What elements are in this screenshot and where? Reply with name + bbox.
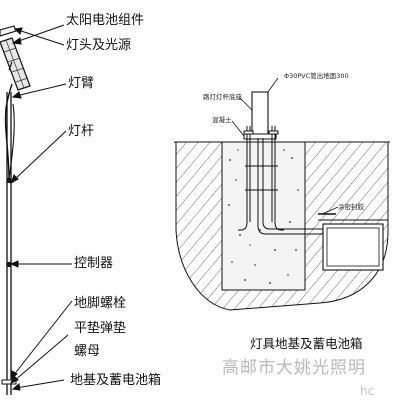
light-pole: [6, 92, 12, 395]
label-foundation-box: 地基及蓄电池箱: [70, 373, 162, 388]
label-lamp-arm: 灯臂: [68, 76, 95, 91]
anchor-bolts: [238, 126, 284, 231]
solar-panel: [0, 37, 31, 91]
label-concrete: 混凝土: [212, 116, 232, 124]
watermark-site: hc: [360, 384, 375, 398]
label-sealed-box: 涂密封胶: [338, 203, 364, 211]
lamp-arm: [4, 83, 13, 181]
foundation-detail: [174, 77, 390, 311]
label-solar-module: 太阳电池组件: [66, 13, 145, 28]
label-controller: 控制器: [74, 256, 114, 271]
pole-base: [251, 91, 269, 139]
foundation-caption: 灯具地基及蓄电池箱: [250, 336, 363, 351]
label-pvc-pipe: Φ30PVC管出地面300: [284, 72, 349, 80]
solar-street-light: [0, 25, 31, 395]
label-washers: 平垫弹垫: [74, 321, 127, 336]
battery-box: [318, 213, 388, 271]
label-pole: 灯杆: [68, 124, 95, 139]
label-lamp-head: 灯头及光源: [66, 38, 132, 53]
label-anchor-bolt: 地脚螺栓: [74, 296, 127, 311]
watermark-company: 高邮市大姚光照明: [222, 358, 366, 378]
label-pole-base: 路灯灯杆底座: [203, 93, 242, 101]
lamp-head: [0, 25, 17, 37]
base-plate: [1, 379, 17, 385]
pvc-conduit: [257, 138, 330, 235]
label-nut: 螺母: [74, 344, 101, 359]
leader-lines: [9, 24, 73, 391]
